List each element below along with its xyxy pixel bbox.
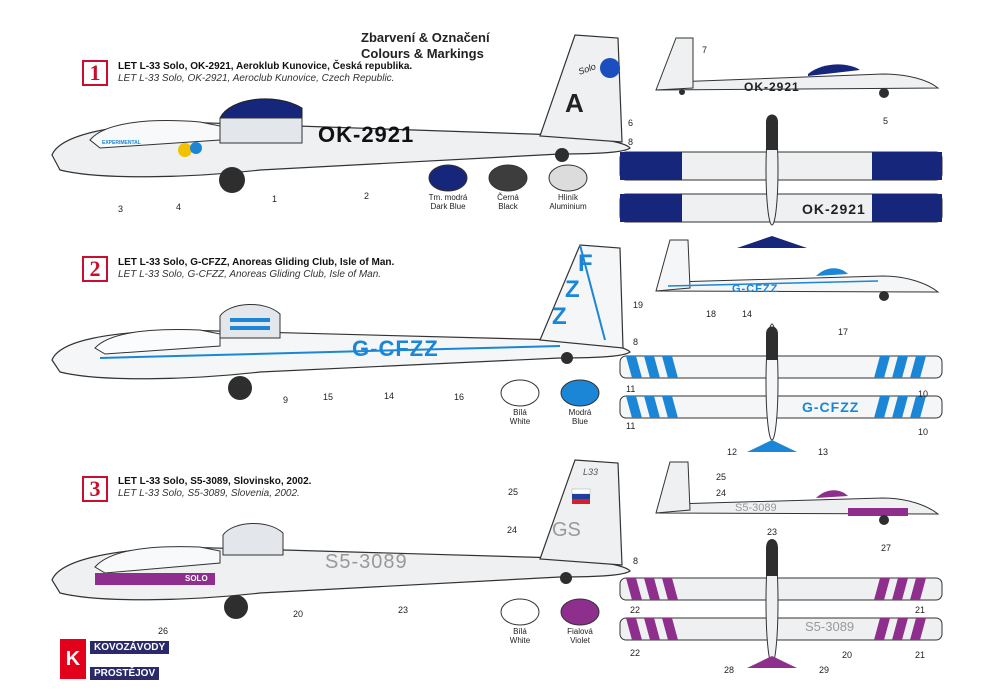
callout-23b: 23 bbox=[767, 527, 778, 537]
scheme-2-fin-letter-f: F bbox=[578, 250, 594, 277]
scheme-2-number-badge: 2 bbox=[82, 256, 108, 282]
callout-16: 16 bbox=[454, 392, 465, 402]
scheme-3-registration: S5-3089 bbox=[325, 551, 408, 573]
callout-11a: 11 bbox=[626, 384, 636, 394]
scheme-3-side-view bbox=[51, 459, 631, 619]
scheme-1-number-badge: 1 bbox=[82, 60, 108, 86]
scheme-2-caption-en: LET L-33 Solo, G-CFZZ, Anoreas Gliding C… bbox=[118, 269, 382, 280]
kovozavody-logo: K KOVOZÁVODY PROSTĚJOV bbox=[40, 637, 170, 685]
callout-14b: 14 bbox=[742, 309, 753, 319]
callout-10a: 10 bbox=[918, 389, 929, 399]
callout-24: 24 bbox=[507, 525, 518, 535]
scheme-3-small-registration: S5-3089 bbox=[735, 502, 777, 514]
callout-24b: 24 bbox=[716, 488, 727, 498]
scheme-2-caption-cz: LET L-33 Solo, G-CFZZ, Anoreas Gliding C… bbox=[118, 257, 395, 268]
callout-20: 20 bbox=[293, 609, 304, 619]
scheme-2-top-view bbox=[619, 323, 943, 452]
callout-5: 5 bbox=[883, 116, 889, 126]
callout-3: 3 bbox=[118, 204, 124, 214]
callout-10b: 10 bbox=[918, 427, 929, 437]
callout-25: 25 bbox=[508, 487, 519, 497]
scheme-3-fin-type: L33 bbox=[583, 467, 599, 477]
scheme-3-side-text: SOLO bbox=[185, 574, 208, 583]
callout-22b: 22 bbox=[630, 648, 641, 658]
callout-18: 18 bbox=[706, 309, 717, 319]
callout-27: 27 bbox=[881, 543, 892, 553]
scheme-2-fin-letter-z2: Z bbox=[552, 303, 568, 330]
callout-6: 6 bbox=[628, 118, 634, 128]
scheme-1-top-registration: OK-2921 bbox=[802, 201, 866, 217]
callout-13: 13 bbox=[818, 447, 829, 457]
callout-21b: 21 bbox=[915, 650, 926, 660]
scheme-1-swatches bbox=[428, 164, 588, 192]
title-en: Colours & Markings bbox=[361, 46, 484, 61]
scheme-1-small-registration: OK-2921 bbox=[744, 80, 800, 94]
callout-7: 7 bbox=[702, 45, 708, 55]
scheme-2-small-side-view bbox=[655, 239, 940, 301]
callout-22a: 22 bbox=[630, 605, 641, 615]
scheme-2-small-registration: G-CFZZ bbox=[732, 283, 779, 295]
scheme-1-registration: OK-2921 bbox=[318, 122, 415, 147]
logo-line2: PROSTĚJOV bbox=[90, 667, 160, 680]
scheme-3-small-side-view bbox=[655, 461, 940, 525]
callout-19: 19 bbox=[633, 300, 644, 310]
callout-15: 15 bbox=[323, 392, 334, 402]
callout-29: 29 bbox=[819, 665, 830, 675]
callout-8b: 8 bbox=[633, 337, 639, 347]
scheme-3-top-registration: S5-3089 bbox=[805, 619, 855, 634]
callout-23: 23 bbox=[398, 605, 409, 615]
scheme-2-side-view bbox=[51, 244, 631, 400]
callout-9: 9 bbox=[283, 395, 289, 405]
scheme-1-small-side-view bbox=[655, 37, 940, 98]
title-cz: Zbarvení & Označení bbox=[361, 30, 490, 45]
callout-20b: 20 bbox=[842, 650, 853, 660]
callout-28: 28 bbox=[724, 665, 735, 675]
scheme-2-fin-letter-z1: Z bbox=[565, 276, 581, 303]
scheme-3-fin-code: GS bbox=[552, 519, 581, 541]
logo-letter: K bbox=[60, 639, 86, 679]
callout-12: 12 bbox=[727, 447, 738, 457]
callout-17: 17 bbox=[838, 327, 849, 337]
scheme-1-side-view bbox=[51, 34, 631, 193]
scheme-1-top-view bbox=[619, 114, 943, 248]
scheme-3-top-view bbox=[619, 539, 943, 668]
logo-line1: KOVOZÁVODY bbox=[90, 641, 170, 654]
scheme-2-registration: G-CFZZ bbox=[352, 336, 439, 361]
scheme-1-fin-letter: A bbox=[565, 88, 584, 118]
scheme-1-nose-text: EXPERIMENTAL bbox=[102, 140, 141, 146]
scheme-3-caption-en: LET L-33 Solo, S5-3089, Slovenia, 2002. bbox=[118, 488, 300, 499]
scheme-3-number-badge: 3 bbox=[82, 476, 108, 502]
callout-2: 2 bbox=[364, 191, 370, 201]
scheme-2-top-registration: G-CFZZ bbox=[802, 399, 860, 415]
callout-26: 26 bbox=[158, 626, 169, 636]
scheme-3-swatches bbox=[500, 598, 600, 626]
scheme-1-caption-cz: LET L-33 Solo, OK-2921, Aeroklub Kunovic… bbox=[118, 61, 413, 72]
scheme-2-swatches bbox=[500, 379, 600, 407]
callout-25b: 25 bbox=[716, 472, 727, 482]
callout-8: 8 bbox=[628, 137, 634, 147]
callout-4: 4 bbox=[176, 202, 182, 212]
header-title: Zbarvení & Označení Colours & Markings bbox=[361, 30, 490, 62]
callout-21a: 21 bbox=[915, 605, 926, 615]
callout-8c: 8 bbox=[633, 556, 639, 566]
callout-14: 14 bbox=[384, 391, 395, 401]
scheme-1-caption-en: LET L-33 Solo, OK-2921, Aeroclub Kunovic… bbox=[118, 73, 395, 84]
callout-1: 1 bbox=[272, 194, 278, 204]
scheme-3-caption-cz: LET L-33 Solo, S5-3089, Slovinsko, 2002. bbox=[118, 476, 312, 487]
callout-11b: 11 bbox=[626, 421, 636, 431]
